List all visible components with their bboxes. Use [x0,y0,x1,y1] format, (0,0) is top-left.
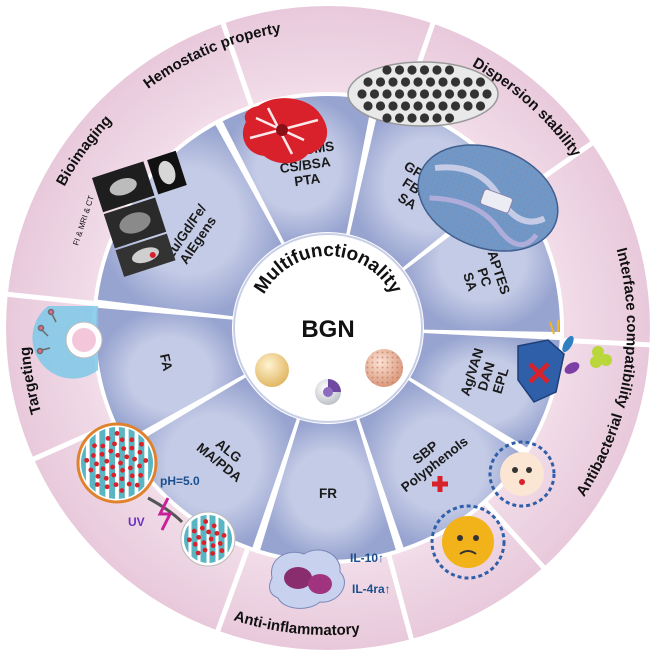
particle-dot [419,65,430,75]
inner-sector [95,307,245,441]
particle-dot [438,101,448,111]
blood-clot-icon [242,98,328,164]
inner-sector [260,419,396,561]
particle-dot [475,77,486,87]
particle-dot [413,101,423,111]
particle-dot [475,101,486,111]
particle-dot [444,89,455,99]
particle-dot [382,89,392,99]
imaging-panels-icon [92,150,187,277]
particle-dot [382,65,392,75]
center-bgn-label: BGN [301,316,354,343]
particle-dot [375,101,386,111]
particle-dot [432,89,442,99]
outer-divider-line [563,337,652,348]
inner-sector [359,380,523,548]
particle-dot [419,113,430,123]
inner-sector-line: FA [157,352,175,372]
ros-scavenging-icon [430,440,556,580]
particle-dot [400,101,411,111]
ph-label: pH=5.0 [160,474,200,488]
particle-dot [363,77,373,87]
composite-interface-icon [417,144,559,252]
particle-dot [407,65,417,75]
uv-label: UV [128,515,145,529]
particle-dot [357,89,367,99]
cell-targeting-icon [32,306,103,379]
particle-dot [425,101,436,111]
dispersed-particles-icon [347,61,499,127]
particle-dot [457,89,467,99]
outer-divider-line [5,291,94,306]
inner-sector-line: PTA [293,171,321,190]
core-shell-nanoparticle-icon [315,379,341,405]
outer-ring-dividers [5,20,652,642]
outer-divider-line [214,548,250,634]
outer-divider-line [484,501,547,571]
particle-dot [444,65,455,75]
porous-nanoparticle-icon [365,349,403,387]
inner-sector-line: PC [474,266,494,289]
particle-dot [425,77,436,87]
particle-dot [407,113,417,123]
particle-dot [450,101,461,111]
particle-dot [413,77,423,87]
particle-dot [394,113,405,123]
particle-dot [463,77,473,87]
particle-dot [375,77,386,87]
particle-dot [369,89,380,99]
particle-dot [394,65,405,75]
particle-dot [388,101,398,111]
particle-dot [382,113,392,123]
outer-divider-line [386,555,415,642]
particle-dot [469,89,480,99]
particle-dot [419,89,430,99]
particle-dot [463,101,473,111]
particle-dot [444,113,455,123]
inner-sector-line: FR [319,486,337,501]
macrophage-icon [269,549,345,609]
il10-label: IL-10↑ [350,551,384,565]
particle-dot [400,77,411,87]
inner-sector-line: EPL [490,366,512,396]
inner-sector [129,377,297,548]
particle-dot [363,101,373,111]
inner-sector-label: FA [157,352,175,372]
shield-bacteria-icon [517,320,612,403]
il4ra-label: IL-4ra↑ [352,582,391,596]
ph-uv-release-icon [76,422,236,567]
gold-nanoparticle-icon [255,353,289,387]
particle-dot [432,113,442,123]
particle-dot [482,89,492,99]
particle-dot [432,65,442,75]
particle-dot [450,77,461,87]
inner-sector-label: FR [319,486,337,501]
inner-sector-line: SA [460,271,480,294]
particle-dot [394,89,405,99]
outer-divider-line [220,20,254,106]
particle-dot [407,89,417,99]
particle-dot [388,77,398,87]
particle-dot [438,77,448,87]
